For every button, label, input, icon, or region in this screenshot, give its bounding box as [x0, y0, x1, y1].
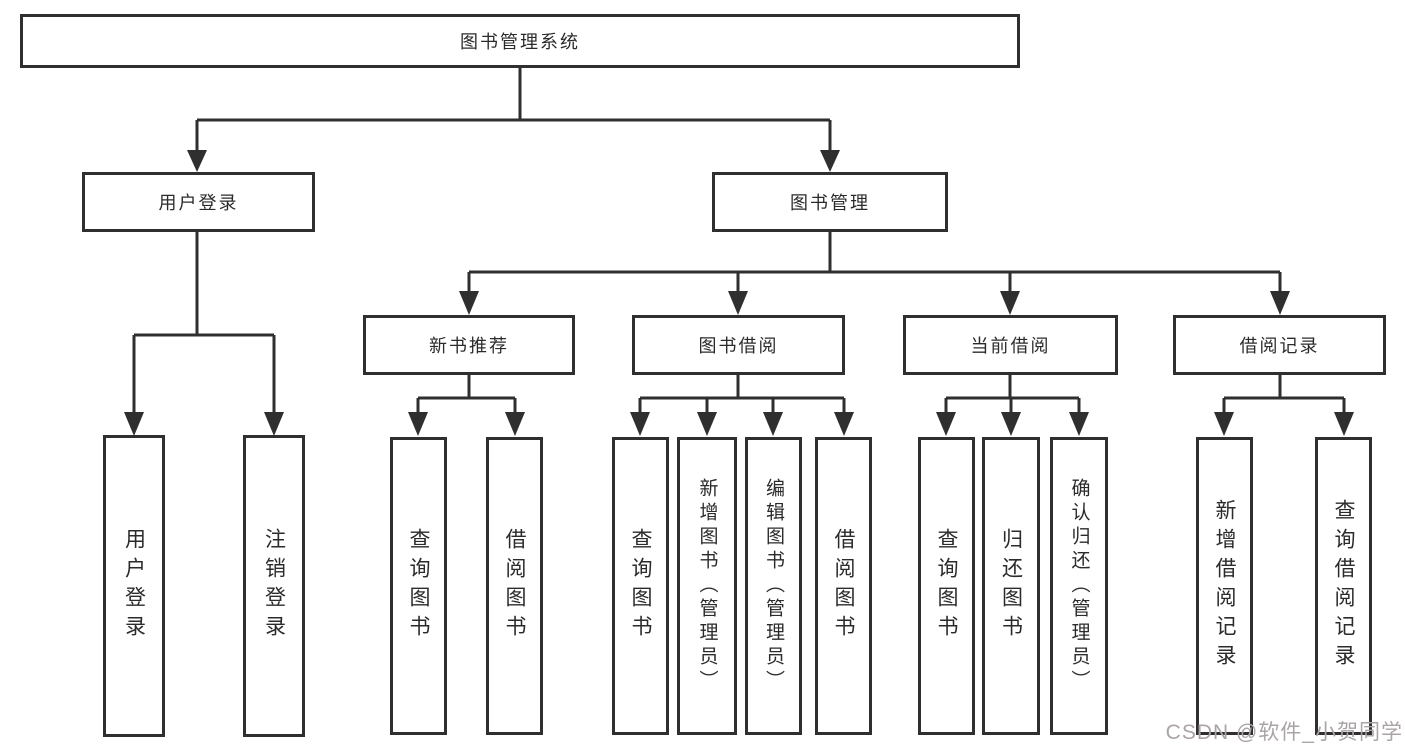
node-current-borrow: 当前借阅 [903, 315, 1118, 375]
node-user-login: 用户登录 [82, 172, 315, 232]
node-book-borrow: 图书借阅 [632, 315, 845, 375]
leaf-confirm-return-admin: 确认归还（管理员） [1050, 437, 1108, 735]
csdn-watermark: CSDN @软件_小贺同学 [1165, 721, 1403, 744]
leaf-borrow-books: 借阅图书 [815, 437, 872, 735]
leaf-query-borrow-record: 查询借阅记录 [1315, 437, 1372, 735]
leaf-user-login: 用户登录 [103, 435, 165, 737]
leaf-add-borrow-record: 新增借阅记录 [1196, 437, 1253, 735]
leaf-query-books-recommend: 查询图书 [390, 437, 447, 735]
node-library-management-system: 图书管理系统 [20, 14, 1020, 68]
node-borrow-records: 借阅记录 [1173, 315, 1386, 375]
leaf-edit-books-admin: 编辑图书（管理员） [745, 437, 802, 735]
node-new-book-recommend: 新书推荐 [363, 315, 575, 375]
leaf-borrow-books-recommend: 借阅图书 [486, 437, 543, 735]
leaf-query-books-borrow: 查询图书 [612, 437, 669, 735]
leaf-add-books-admin: 新增图书（管理员） [677, 437, 737, 735]
leaf-query-books-current: 查询图书 [918, 437, 975, 735]
node-book-management: 图书管理 [712, 172, 948, 232]
leaf-return-books: 归还图书 [982, 437, 1040, 735]
leaf-logout: 注销登录 [243, 435, 305, 737]
